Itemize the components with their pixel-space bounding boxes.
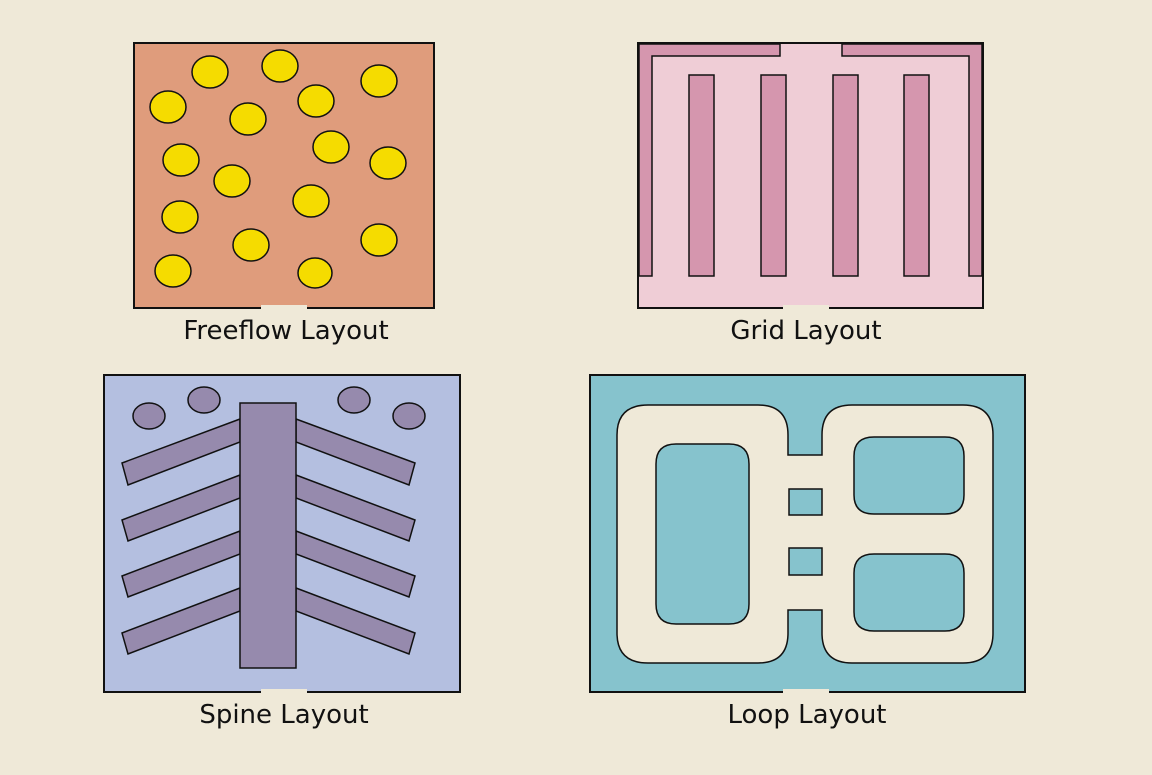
spine-fixtures bbox=[121, 386, 426, 669]
round-fixture bbox=[191, 55, 229, 89]
round-fixture bbox=[297, 84, 335, 118]
round-fixture bbox=[162, 143, 200, 177]
central-spine-aisle bbox=[239, 402, 297, 669]
round-fixture bbox=[261, 49, 299, 83]
gondola-shelf bbox=[688, 74, 715, 277]
round-fixture bbox=[154, 254, 192, 288]
gondola-shelf bbox=[832, 74, 859, 277]
round-fixture bbox=[312, 130, 350, 164]
grid-layout-panel: Grid Layout bbox=[637, 42, 984, 346]
gondola-shelf bbox=[903, 74, 930, 277]
loop-aisle bbox=[616, 404, 994, 664]
round-fixture bbox=[369, 146, 407, 180]
grid-entrance bbox=[783, 305, 829, 311]
round-fixture bbox=[149, 90, 187, 124]
loop-layout-panel: Loop Layout bbox=[589, 374, 1026, 730]
round-fixture bbox=[292, 184, 330, 218]
spine-entrance bbox=[261, 689, 307, 695]
freeflow-fixtures bbox=[149, 49, 407, 289]
round-fixture bbox=[360, 64, 398, 98]
round-fixture bbox=[297, 257, 333, 289]
round-fixture bbox=[392, 402, 426, 430]
freeflow-layout-panel: Freeflow Layout bbox=[133, 42, 435, 346]
gondola-shelf bbox=[760, 74, 787, 277]
round-fixture bbox=[360, 223, 398, 257]
round-fixture bbox=[213, 164, 251, 198]
wall-shelf-right bbox=[841, 43, 983, 277]
round-fixture bbox=[132, 402, 166, 430]
freeflow-caption: Freeflow Layout bbox=[183, 316, 388, 346]
round-fixture bbox=[229, 102, 267, 136]
grid-caption: Grid Layout bbox=[730, 316, 881, 346]
loop-entrance bbox=[783, 689, 829, 695]
round-fixture bbox=[232, 228, 270, 262]
round-fixture bbox=[187, 386, 221, 414]
grid-fixtures bbox=[638, 43, 983, 277]
wall-shelf-left bbox=[638, 43, 781, 277]
spine-layout-panel: Spine Layout bbox=[103, 374, 461, 730]
round-fixture bbox=[161, 200, 199, 234]
round-fixture bbox=[337, 386, 371, 414]
freeflow-entrance bbox=[261, 305, 307, 311]
spine-caption: Spine Layout bbox=[199, 700, 368, 730]
loop-caption: Loop Layout bbox=[728, 700, 887, 730]
